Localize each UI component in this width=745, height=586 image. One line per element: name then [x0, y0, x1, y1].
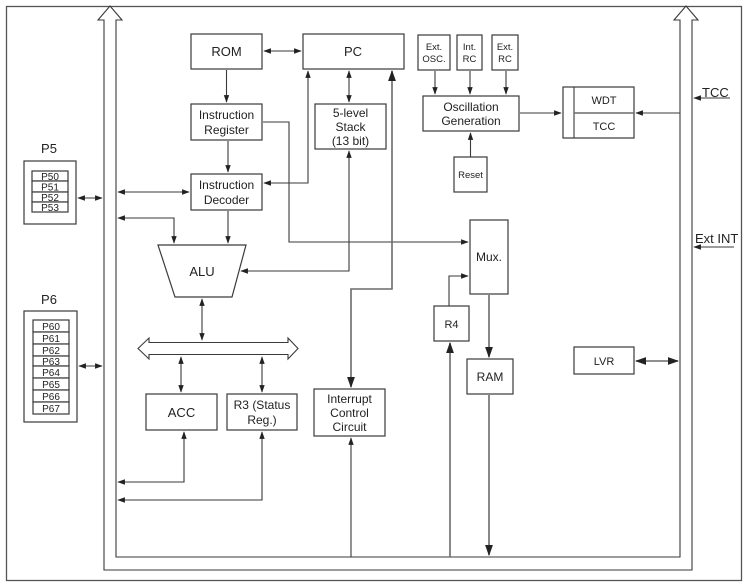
- rom-block: ROM: [190, 33, 263, 70]
- ext-int-label: Ext INT: [695, 231, 738, 246]
- rom-label: ROM: [211, 44, 241, 59]
- pin-label: P52: [41, 193, 59, 204]
- pin-label: P51: [41, 183, 59, 194]
- int-rc-block: Int. RC: [456, 34, 483, 71]
- interrupt-label-3: Circuit: [332, 420, 367, 434]
- pin-label: P64: [42, 368, 60, 379]
- internal-data-bus: [137, 336, 299, 361]
- lvr-label: LVR: [594, 356, 615, 368]
- ext-rc-block: Ext. RC: [491, 34, 519, 71]
- tcc-input-label: TCC: [702, 85, 729, 100]
- tcc-block-label: TCC: [593, 121, 616, 133]
- p6-label: P6: [41, 292, 57, 307]
- reset-label: Reset: [458, 170, 483, 181]
- ext-rc-label-2: RC: [498, 54, 512, 65]
- r4-label: R4: [444, 319, 458, 331]
- acc-label: ACC: [168, 405, 195, 420]
- acc-block: ACC: [145, 393, 218, 431]
- pin-label: P61: [42, 334, 60, 345]
- oscillation-generation-block: Oscillation Generation: [422, 95, 520, 132]
- mux-block: Mux.: [469, 219, 509, 295]
- outer-frame: [5, 5, 743, 582]
- pc-label: PC: [344, 44, 362, 59]
- p5-pins: P50 P51 P52 P53: [31, 170, 69, 214]
- pin-label: P63: [42, 357, 60, 368]
- r3-label-1: R3 (Status: [234, 398, 291, 412]
- port-p5: P5 P50 P51 P52 P53: [23, 141, 77, 225]
- oscillation-label-1: Oscillation: [443, 100, 498, 114]
- wdt-tcc-block: WDT TCC: [562, 86, 635, 139]
- int-rc-label-1: Int.: [463, 42, 476, 53]
- stack-alu-arrow: [240, 150, 352, 274]
- ram-block: RAM: [466, 358, 514, 395]
- instruction-decoder-label-2: Decoder: [204, 193, 249, 207]
- lvr-block: LVR: [573, 346, 635, 375]
- r3-status-block: R3 (Status Reg.): [226, 393, 298, 431]
- pc-decoder-arrow: [263, 70, 311, 186]
- ext-osc-label-2: OSC.: [422, 54, 445, 65]
- stack-label-3: (13 bit): [332, 134, 369, 148]
- pin-label: P67: [42, 404, 60, 415]
- p6-pins: P60 P61 P62 P63 P64 P65 P66 P67: [32, 319, 70, 415]
- int-rc-label-2: RC: [463, 54, 477, 65]
- port-p6: P6 P60 P61 P62 P63 P64 P65 P66 P67: [23, 292, 78, 423]
- instruction-decoder-block: Instruction Decoder: [190, 173, 263, 211]
- pin-label: P65: [42, 380, 60, 391]
- alu-label: ALU: [189, 264, 214, 279]
- system-bus: [96, 5, 700, 571]
- interrupt-label-2: Control: [330, 406, 369, 420]
- instruction-decoder-label-1: Instruction: [199, 178, 254, 192]
- pin-label: P53: [41, 203, 59, 214]
- stack-label-2: Stack: [335, 120, 366, 134]
- stack-label-1: 5-level: [333, 106, 368, 120]
- pc-block: PC: [302, 33, 405, 70]
- acc-bus-arrow: [117, 431, 187, 485]
- r4-mux-arrow: [448, 273, 469, 306]
- alu-block: ALU: [157, 244, 247, 298]
- instruction-register-label-1: Instruction: [199, 108, 254, 122]
- pin-p53: [31, 201, 69, 213]
- interrupt-label-1: Interrupt: [327, 392, 372, 406]
- reset-block: Reset: [453, 156, 488, 193]
- pin-label: P50: [41, 172, 59, 183]
- r4-block: R4: [433, 305, 470, 342]
- oscillation-label-2: Generation: [441, 114, 500, 128]
- pin-label: P62: [42, 346, 60, 357]
- stack-block: 5-level Stack (13 bit): [314, 103, 387, 150]
- instruction-register-block: Instruction Register: [190, 103, 263, 141]
- ext-osc-label-1: Ext.: [426, 42, 442, 53]
- pin-label: P66: [42, 392, 60, 403]
- pin-p67: [32, 401, 70, 415]
- r3-label-2: Reg.): [247, 413, 276, 427]
- ext-rc-label-1: Ext.: [497, 42, 513, 53]
- interrupt-control-block: Interrupt Control Circuit: [313, 388, 386, 437]
- pc-interrupt-arrow: [347, 69, 396, 389]
- pin-label: P60: [42, 322, 60, 333]
- instruction-register-label-2: Register: [204, 123, 249, 137]
- mux-label: Mux.: [476, 250, 502, 264]
- ext-osc-block: Ext. OSC.: [417, 34, 451, 71]
- ram-label: RAM: [477, 370, 504, 384]
- bus-alu-arrow: [117, 215, 177, 244]
- wdt-label: WDT: [591, 95, 616, 107]
- r3-bus-arrow: [117, 431, 265, 503]
- p5-label: P5: [41, 141, 57, 156]
